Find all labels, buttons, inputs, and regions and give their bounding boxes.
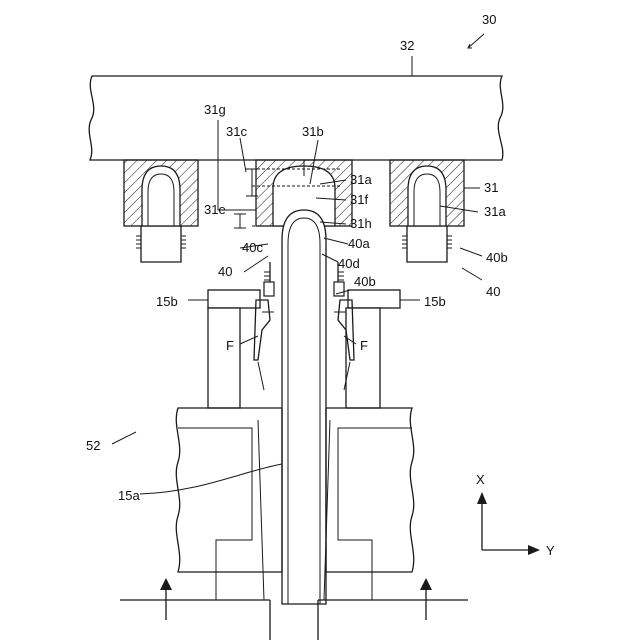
label-31: 31 <box>484 180 498 195</box>
label-40b-mid: 40b <box>354 274 376 289</box>
label-31a-center: 31a <box>350 172 372 187</box>
label-40b-right: 40b <box>486 250 508 265</box>
label-31b: 31b <box>302 124 324 139</box>
label-15b-right: 15b <box>424 294 446 309</box>
label-31h: 31h <box>350 216 372 231</box>
label-52: 52 <box>86 438 100 453</box>
label-F-left: F <box>226 338 234 353</box>
right-holder-block <box>390 160 464 262</box>
label-40-right: 40 <box>486 284 500 299</box>
label-15b-left: 15b <box>156 294 178 309</box>
label-15a: 15a <box>118 488 140 503</box>
label-31f: 31f <box>350 192 368 207</box>
label-40c: 40c <box>242 240 263 255</box>
central-spindle <box>264 210 344 604</box>
label-31a-right: 31a <box>484 204 506 219</box>
ground-line <box>120 600 468 640</box>
label-40-left: 40 <box>218 264 232 279</box>
axis-x-label: X <box>476 472 485 487</box>
label-30: 30 <box>482 12 496 27</box>
label-40a: 40a <box>348 236 370 251</box>
top-plate <box>89 76 503 160</box>
label-F-right: F <box>360 338 368 353</box>
up-arrow-left <box>160 578 172 620</box>
label-31c: 31c <box>226 124 247 139</box>
label-31e: 31e <box>204 202 226 217</box>
left-holder-block <box>124 160 198 262</box>
axis-indicator <box>477 492 540 555</box>
label-40d: 40d <box>338 256 360 271</box>
label-32: 32 <box>400 38 414 53</box>
up-arrow-right <box>420 578 432 620</box>
label-31g: 31g <box>204 102 226 117</box>
axis-y-label: Y <box>546 543 555 558</box>
